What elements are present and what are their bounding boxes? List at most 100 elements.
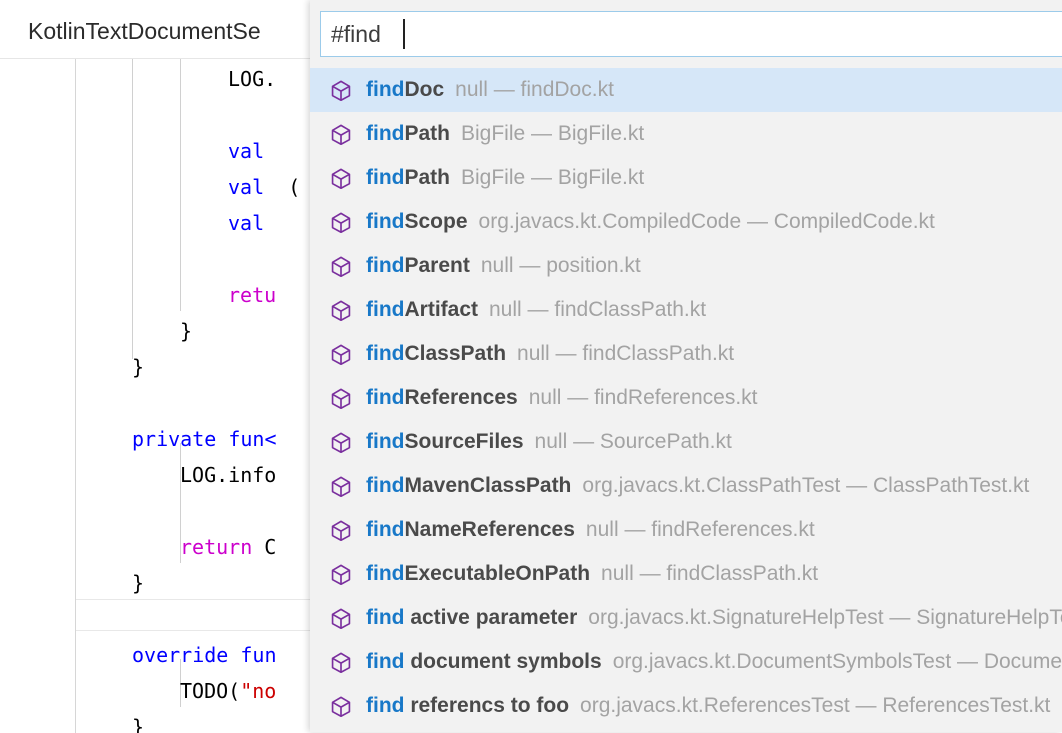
indent-guide xyxy=(180,59,181,311)
result-name: findArtifact xyxy=(366,298,478,322)
result-name-match: find xyxy=(366,430,405,453)
search-result-row[interactable]: findExecutableOnPath null — findClassPath… xyxy=(310,552,1062,596)
result-name-rest: Artifact xyxy=(404,298,478,321)
search-result-row[interactable]: findSourceFiles null — SourcePath.kt xyxy=(310,420,1062,464)
code-line[interactable]: LOG. xyxy=(0,59,1062,95)
cube-icon xyxy=(331,696,351,717)
indent-guide xyxy=(180,443,181,563)
result-name-rest: SourceFiles xyxy=(404,430,524,453)
code-line[interactable]: } xyxy=(0,707,1062,733)
result-name: findNameReferences xyxy=(366,518,575,542)
code-line-text: private fun< xyxy=(132,421,277,457)
result-detail: null — findDoc.kt xyxy=(455,78,614,101)
code-token: } xyxy=(132,571,145,595)
code-token: return xyxy=(180,535,265,559)
code-line-text: val xyxy=(228,205,264,241)
code-line-text: override fun xyxy=(132,637,277,673)
cube-icon xyxy=(331,344,351,365)
code-line-text: } xyxy=(132,565,144,601)
result-name: findParent xyxy=(366,254,470,278)
result-detail: org.javacs.kt.SignatureHelpTest — Signat… xyxy=(588,606,1062,629)
result-detail: org.javacs.kt.CompiledCode — CompiledCod… xyxy=(478,210,935,233)
result-name-rest: Doc xyxy=(404,78,445,101)
search-result-row[interactable]: findArtifact null — findClassPath.kt xyxy=(310,288,1062,332)
cube-icon xyxy=(331,256,351,277)
result-name-rest: ClassPath xyxy=(404,342,507,365)
result-name-rest: Path xyxy=(404,166,450,189)
code-line[interactable]: TODO("no xyxy=(0,671,1062,707)
result-name-rest: References xyxy=(404,386,518,409)
result-name-match: find xyxy=(366,562,405,585)
result-name-match: find xyxy=(366,298,405,321)
result-name-rest: active parameter xyxy=(404,606,578,629)
cube-icon xyxy=(331,388,351,409)
code-line[interactable]: override fun xyxy=(0,635,1062,671)
code-line[interactable]: } xyxy=(0,347,1062,383)
code-line-text: TODO("no xyxy=(180,673,276,709)
code-token: ( xyxy=(264,175,301,199)
result-name: findDoc xyxy=(366,78,444,102)
result-name-rest: ExecutableOnPath xyxy=(404,562,591,585)
result-detail: BigFile — BigFile.kt xyxy=(461,166,645,189)
result-name-match: find xyxy=(366,342,405,365)
result-name-rest: Parent xyxy=(404,254,470,277)
code-line[interactable]: val ( xyxy=(0,167,1062,203)
code-token: retu xyxy=(228,283,277,307)
code-line-text: val xyxy=(228,133,264,169)
code-line[interactable]: LOG.info xyxy=(0,455,1062,491)
search-result-row[interactable]: findParent null — position.kt xyxy=(310,244,1062,288)
result-name-match: find xyxy=(366,694,405,717)
code-line[interactable]: private fun< xyxy=(0,419,1062,455)
result-name-match: find xyxy=(366,122,405,145)
code-line[interactable]: val xyxy=(0,203,1062,239)
result-name: findScope xyxy=(366,210,468,234)
result-name-rest: NameReferences xyxy=(404,518,575,541)
result-detail: null — findClassPath.kt xyxy=(601,562,819,585)
search-result-row[interactable]: findClassPath null — findClassPath.kt xyxy=(310,332,1062,376)
result-detail: null — findClassPath.kt xyxy=(517,342,735,365)
code-token: C xyxy=(264,535,277,559)
code-line-text: LOG.info xyxy=(180,457,276,493)
code-line-text: } xyxy=(132,349,144,385)
code-line-text: val ( xyxy=(228,169,300,205)
result-detail: null — findClassPath.kt xyxy=(489,298,707,321)
code-token: val xyxy=(228,139,265,163)
search-input[interactable] xyxy=(320,11,1062,57)
search-result-row[interactable]: findScope org.javacs.kt.CompiledCode — Co… xyxy=(310,200,1062,244)
cube-icon xyxy=(331,652,351,673)
result-detail: null — SourcePath.kt xyxy=(534,430,732,453)
code-line-text: retu xyxy=(228,277,276,313)
result-detail: null — findReferences.kt xyxy=(585,518,815,541)
code-line[interactable]: return C xyxy=(0,527,1062,563)
code-token: } xyxy=(132,715,145,733)
result-name-match: find xyxy=(366,386,405,409)
search-result-row[interactable]: findNameReferences null — findReferences.… xyxy=(310,508,1062,552)
cube-icon xyxy=(331,300,351,321)
result-detail: org.javacs.kt.DocumentSymbolsTest — Docu… xyxy=(612,650,1062,673)
gutter-divider xyxy=(75,59,76,733)
result-detail: null — position.kt xyxy=(480,254,641,277)
code-line[interactable]: } xyxy=(0,311,1062,347)
search-result-row[interactable]: findDoc null — findDoc.kt xyxy=(310,68,1062,112)
code-line[interactable]: } xyxy=(0,563,1062,599)
result-name-rest: referencs to foo xyxy=(404,694,570,717)
page-title: KotlinTextDocumentSe xyxy=(28,18,261,44)
code-token: private fun< xyxy=(132,427,277,451)
cube-icon xyxy=(331,168,351,189)
code-line[interactable]: retu xyxy=(0,275,1062,311)
code-token: val xyxy=(228,175,265,199)
code-line[interactable]: val xyxy=(0,131,1062,167)
cube-icon xyxy=(331,476,351,497)
code-token: } xyxy=(132,355,145,379)
result-name-match: find xyxy=(366,518,405,541)
result-name-rest: Scope xyxy=(404,210,468,233)
